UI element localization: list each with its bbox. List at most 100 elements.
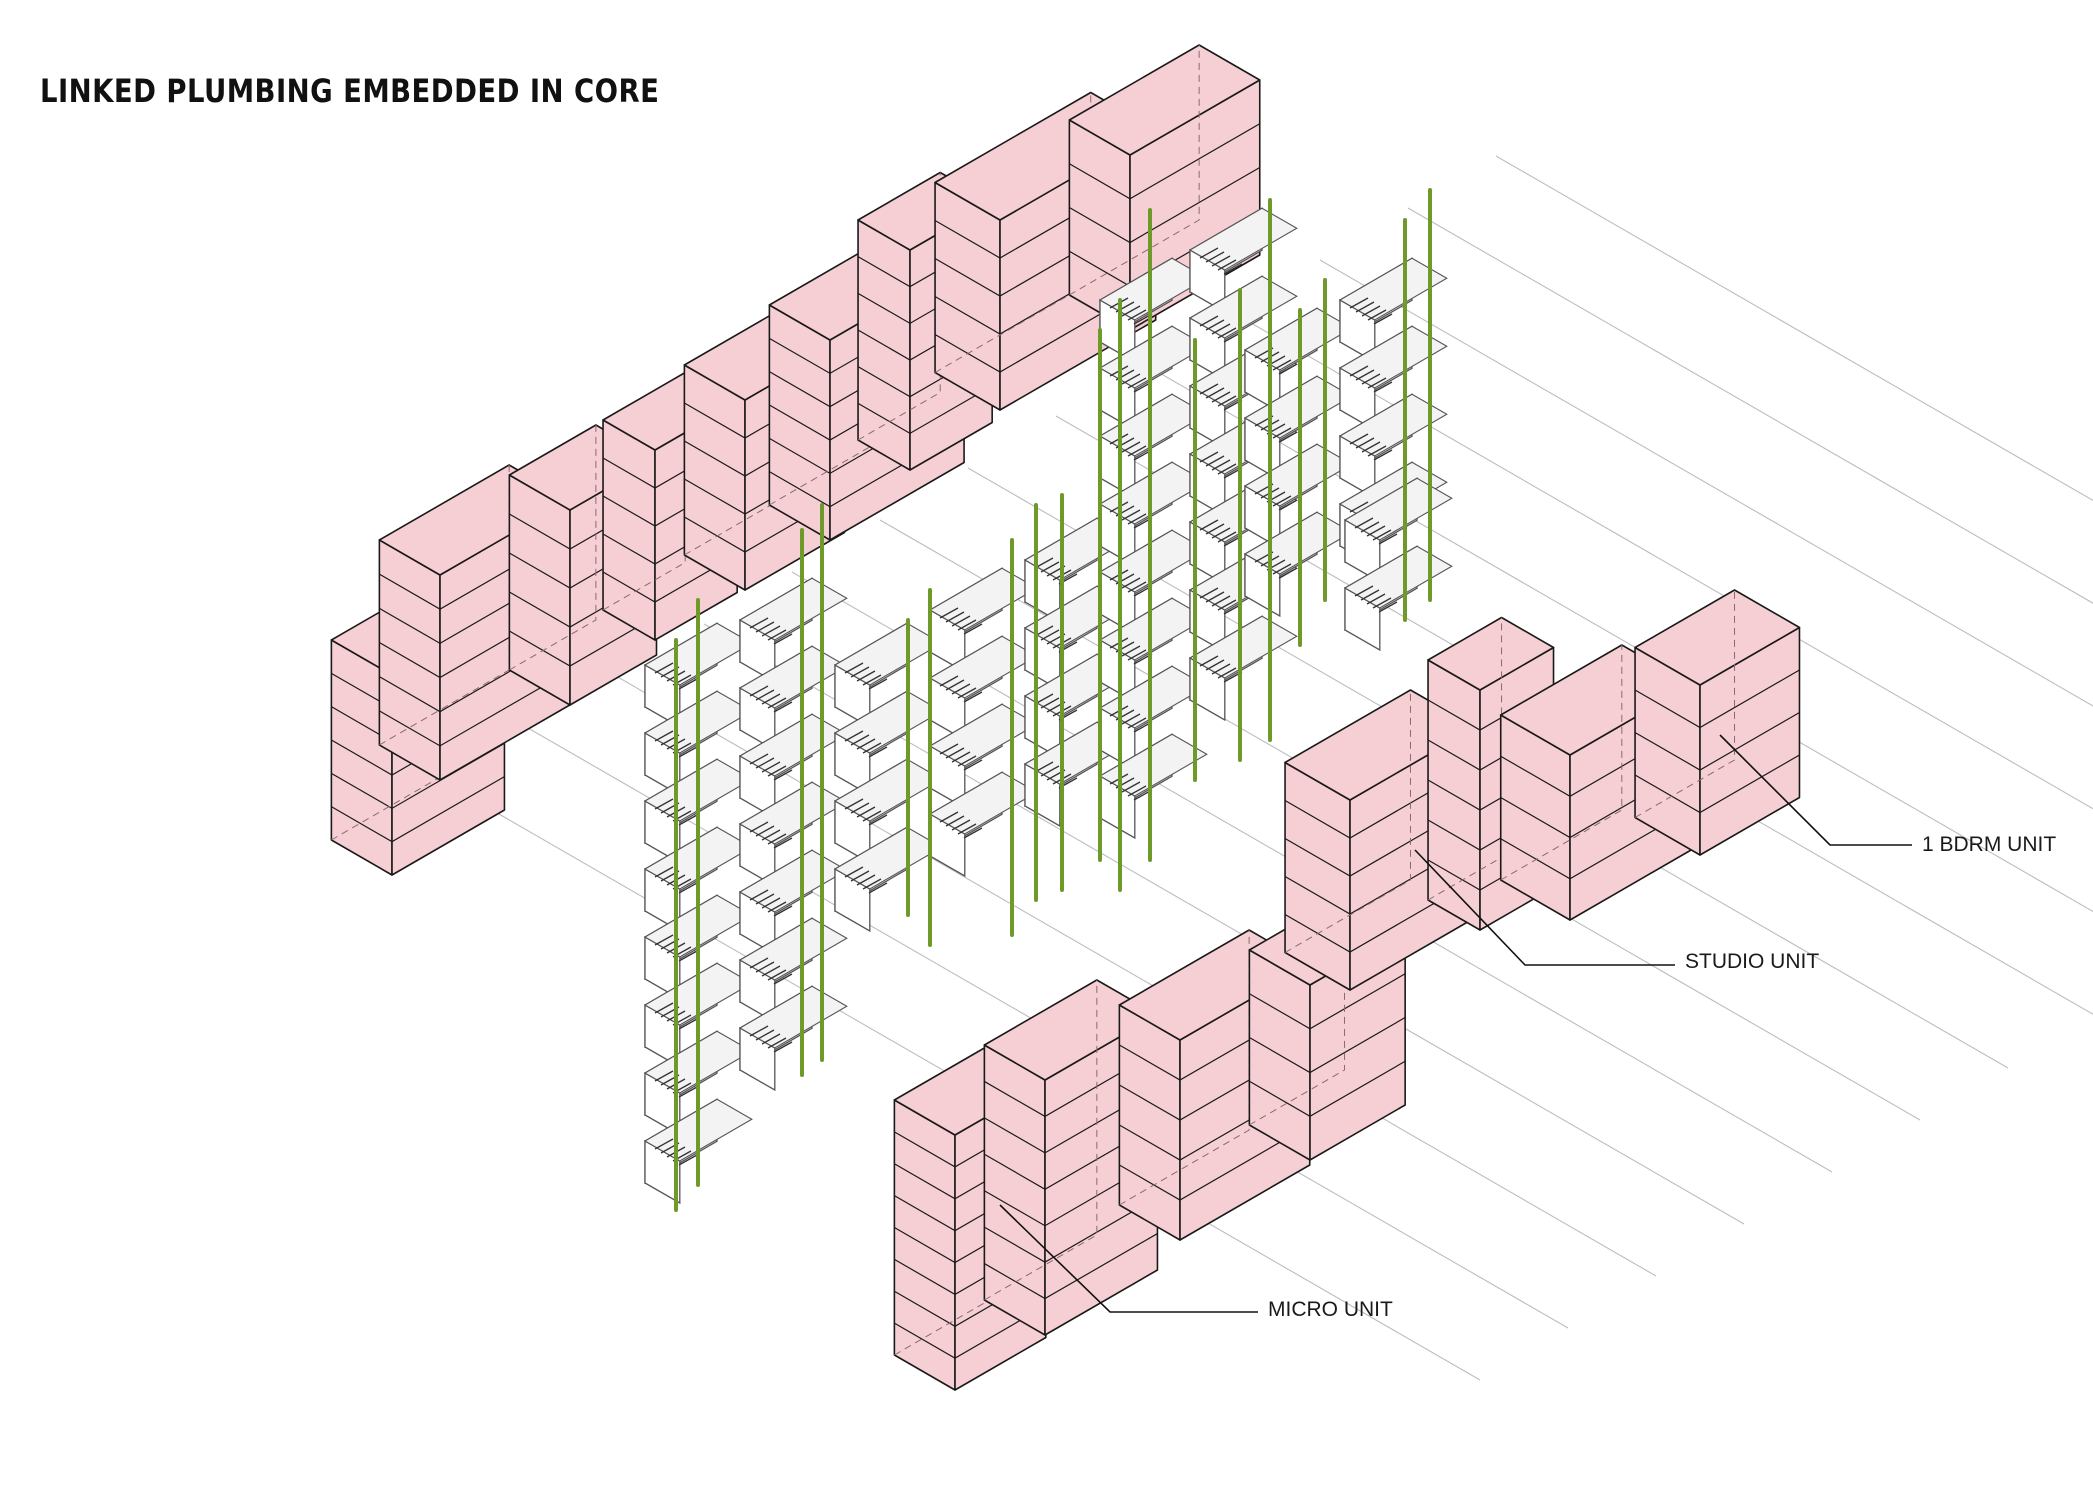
stair-tread	[1366, 593, 1386, 605]
stair-tread	[1361, 305, 1381, 317]
floor-line	[331, 776, 505, 843]
stair-tread	[1272, 495, 1292, 507]
stair-tread	[850, 734, 870, 746]
stair-tread	[1211, 663, 1231, 675]
guide-line	[1319, 259, 2093, 707]
stair-tread	[1121, 305, 1141, 317]
stair-tread	[1367, 309, 1387, 321]
floor-line	[984, 1196, 1158, 1263]
stair-tread	[1217, 599, 1237, 611]
stair-tread	[1199, 451, 1219, 463]
stair-tread	[1040, 629, 1060, 641]
stair-tread	[844, 662, 864, 674]
stair-tread	[844, 730, 864, 742]
stair-tread	[755, 825, 775, 837]
stair-tread	[1040, 697, 1060, 709]
stair-tread	[963, 759, 983, 771]
stair-tread	[678, 814, 698, 826]
stair-tread	[1217, 395, 1237, 407]
stair-tread	[767, 697, 787, 709]
stair-tread	[1127, 513, 1147, 525]
stair-tread	[761, 761, 781, 773]
core-module	[1343, 477, 1453, 584]
stair-tread	[1211, 255, 1231, 267]
stair-tread	[951, 683, 971, 695]
floor-line	[984, 1233, 1158, 1300]
stair-tread	[761, 829, 781, 841]
hidden-edge	[1249, 895, 1346, 1126]
stair-tread	[1366, 525, 1386, 537]
stair-tread	[1217, 259, 1237, 271]
stair-tread	[951, 819, 971, 831]
stair-tread	[1199, 383, 1219, 395]
stair-tread	[1372, 597, 1392, 609]
stair-tread	[1205, 387, 1225, 399]
guide-line	[1407, 207, 2093, 604]
front-unit-7	[1634, 589, 1801, 856]
stair-tread	[1121, 713, 1141, 725]
unit-side-face	[1118, 1004, 1181, 1241]
stair-tread	[761, 1033, 781, 1045]
floor-line	[509, 615, 657, 667]
unit-side-face	[1284, 761, 1351, 991]
stair-tread	[850, 666, 870, 678]
stair-tread	[1121, 781, 1141, 793]
core-modules	[643, 207, 1453, 1205]
stair-tread	[957, 619, 977, 631]
stair-tread	[1040, 561, 1060, 573]
stair-tread	[678, 1018, 698, 1030]
stair-tread	[1367, 445, 1387, 457]
stair-tread	[773, 1041, 793, 1053]
stair-tread	[862, 742, 882, 754]
core-top	[1338, 325, 1448, 389]
stair-tread	[678, 1154, 698, 1166]
stair-tread	[749, 1025, 769, 1037]
stair-tread	[1378, 601, 1398, 613]
floor-line	[857, 385, 993, 435]
stair-tread	[939, 743, 959, 755]
stair-tread	[1121, 645, 1141, 657]
stair-tread	[678, 882, 698, 894]
stair-tread	[951, 751, 971, 763]
unit-side-face	[602, 419, 656, 641]
core-module	[738, 577, 848, 684]
unit-side-face	[983, 1044, 1046, 1336]
core-module	[833, 622, 943, 729]
stair-tread	[1199, 315, 1219, 327]
core-module	[833, 758, 943, 865]
hidden-edge	[1069, 45, 1200, 296]
stair-tread	[1361, 373, 1381, 385]
floor-line	[1634, 711, 1800, 771]
unit-top-face	[1634, 589, 1801, 686]
stair-tread	[957, 687, 977, 699]
core-top	[1338, 257, 1448, 321]
stair-tread	[1205, 455, 1225, 467]
stair-tread	[1127, 309, 1147, 321]
floor-line	[1119, 1124, 1311, 1201]
stair-tread	[773, 905, 793, 917]
stair-tread	[654, 1070, 674, 1082]
unit-side-face	[508, 474, 571, 706]
core-module	[1338, 325, 1448, 432]
stair-tread	[773, 633, 793, 645]
stair-tread	[1205, 251, 1225, 263]
stair-tread	[678, 950, 698, 962]
stair-tread	[1121, 373, 1141, 385]
stair-tread	[963, 691, 983, 703]
stair-tread	[767, 969, 787, 981]
stair-tread	[1354, 517, 1374, 529]
floor-line	[1634, 754, 1800, 814]
stair-tread	[773, 973, 793, 985]
stair-tread	[1199, 247, 1219, 259]
stair-tread	[767, 833, 787, 845]
stair-tread	[963, 623, 983, 635]
guide-line	[1495, 155, 2093, 502]
core-module	[1338, 257, 1448, 364]
core-module	[833, 690, 943, 797]
front-unit-1	[983, 979, 1159, 1336]
stair-tread	[856, 738, 876, 750]
leader-1-bdrm	[1719, 734, 1912, 846]
core-top	[1343, 545, 1453, 609]
stair-tread	[1217, 327, 1237, 339]
